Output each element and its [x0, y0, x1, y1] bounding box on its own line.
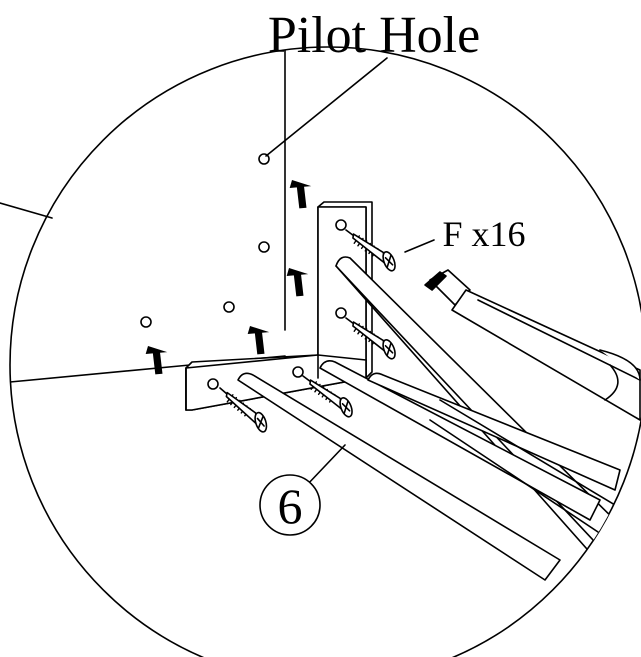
- pilot-hole: [223, 301, 235, 313]
- part-number-circle: [259, 474, 321, 536]
- screw-count-leader: [404, 239, 435, 253]
- pilot-hole: [258, 153, 270, 165]
- part-number-label: 6: [278, 478, 303, 534]
- insert-arrow: [136, 339, 176, 379]
- phillips-screwdriver-icon: [424, 269, 641, 421]
- leader-line-left: [0, 202, 53, 219]
- pilot-hole: [258, 241, 270, 253]
- insert-arrow: [280, 173, 320, 213]
- bracket-hole: [335, 307, 347, 319]
- panel-edge-horizontal: [10, 364, 191, 383]
- insert-arrow: [238, 319, 278, 359]
- pilot-hole-leader: [265, 57, 388, 157]
- screw-count-label: F x16: [442, 214, 525, 254]
- bracket-hole: [335, 219, 347, 231]
- bracket-hole: [292, 366, 304, 378]
- bracket-hole: [207, 378, 219, 390]
- part-number-leader: [305, 444, 346, 487]
- rods-part-6: [237, 256, 641, 591]
- insert-arrow: [277, 261, 317, 301]
- pilot-hole-label: Pilot Hole: [268, 7, 480, 64]
- detail-circle: [9, 46, 641, 657]
- pilot-hole: [140, 316, 152, 328]
